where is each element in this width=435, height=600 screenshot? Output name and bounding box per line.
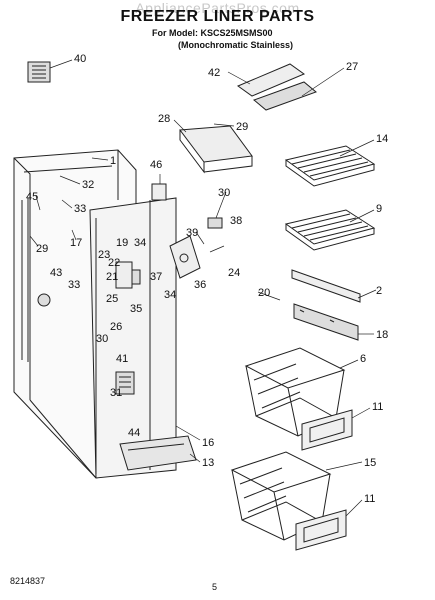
callout-28: 28 (158, 113, 170, 125)
callout-29-left: 29 (36, 243, 48, 255)
callout-34: 34 (134, 237, 146, 249)
callout-22: 22 (108, 257, 120, 269)
model-line: For Model: KSCS25MSMS00 (152, 28, 273, 38)
callout-9: 9 (376, 203, 382, 215)
rail-18-drawing (293, 303, 359, 341)
callout-13: 13 (202, 457, 214, 469)
callout-29: 29 (236, 121, 248, 133)
callout-2: 2 (376, 285, 382, 297)
basket-6-drawing (244, 347, 346, 437)
model-subtitle: (Monochromatic Stainless) (178, 40, 294, 50)
part-36-drawing (169, 235, 201, 279)
part-38-drawing (207, 217, 223, 229)
callout-31: 31 (110, 387, 122, 399)
leader-lines (29, 59, 377, 517)
document-number: 8214837 (10, 576, 46, 586)
callout-34-lower: 34 (164, 289, 176, 301)
callout-23: 23 (98, 249, 110, 261)
callout-45: 45 (26, 191, 38, 203)
callout-6: 6 (360, 353, 366, 365)
shelf-14-drawing (284, 145, 376, 187)
callout-30-lower: 30 (96, 333, 108, 345)
callout-18: 18 (376, 329, 388, 341)
part-28-drawing (179, 125, 253, 174)
rail-2-drawing (291, 269, 361, 303)
basket-15-drawing (230, 451, 332, 541)
callout-27: 27 (346, 61, 358, 73)
callout-30: 30 (218, 187, 230, 199)
callout-11: 11 (372, 401, 383, 413)
callout-36: 36 (194, 279, 206, 291)
callout-14: 14 (376, 133, 388, 145)
trim-11a-drawing (301, 409, 353, 451)
shelf-9-drawing (284, 209, 376, 251)
callout-32: 32 (82, 179, 94, 191)
callout-35: 35 (130, 303, 142, 315)
callout-39: 39 (186, 227, 198, 239)
part-41-drawing (115, 371, 135, 395)
callout-43: 43 (50, 267, 62, 279)
callout-46: 46 (150, 159, 162, 171)
callout-33: 33 (74, 203, 86, 215)
part-46-drawing (151, 183, 167, 201)
callout-37: 37 (150, 271, 162, 283)
callout-33-lower: 33 (68, 279, 80, 291)
trim-11b-drawing (295, 509, 347, 551)
callout-26: 26 (110, 321, 122, 333)
callout-19: 19 (116, 237, 128, 249)
callout-17: 17 (70, 237, 82, 249)
callout-16: 16 (202, 437, 214, 449)
page-title: FREEZER LINER PARTS (120, 8, 315, 25)
callout-42: 42 (208, 67, 220, 79)
divider-panel-drawing (89, 197, 177, 479)
callout-41: 41 (116, 353, 128, 365)
callout-11-lower: 11 (364, 493, 375, 505)
callout-24: 24 (228, 267, 240, 279)
watermark-text: AppliancePartsPros.com (135, 0, 300, 16)
part-43-drawing (37, 293, 51, 307)
callout-21: 21 (106, 271, 118, 283)
callout-labels: 40 42 27 28 29 14 1 46 32 45 33 17 29 30… (26, 53, 388, 505)
callout-40: 40 (74, 53, 86, 65)
callout-20: 20 (258, 287, 270, 299)
callout-25: 25 (106, 293, 118, 305)
part-42-27-drawing (236, 63, 317, 111)
part-40-drawing (27, 61, 51, 83)
callout-15: 15 (364, 457, 376, 469)
callout-44: 44 (128, 427, 140, 439)
page-number: 5 (212, 582, 218, 592)
part-13-drawing (119, 435, 197, 471)
callout-1: 1 (110, 155, 116, 167)
callout-38: 38 (230, 215, 242, 227)
part-19-21-drawing (115, 261, 141, 289)
